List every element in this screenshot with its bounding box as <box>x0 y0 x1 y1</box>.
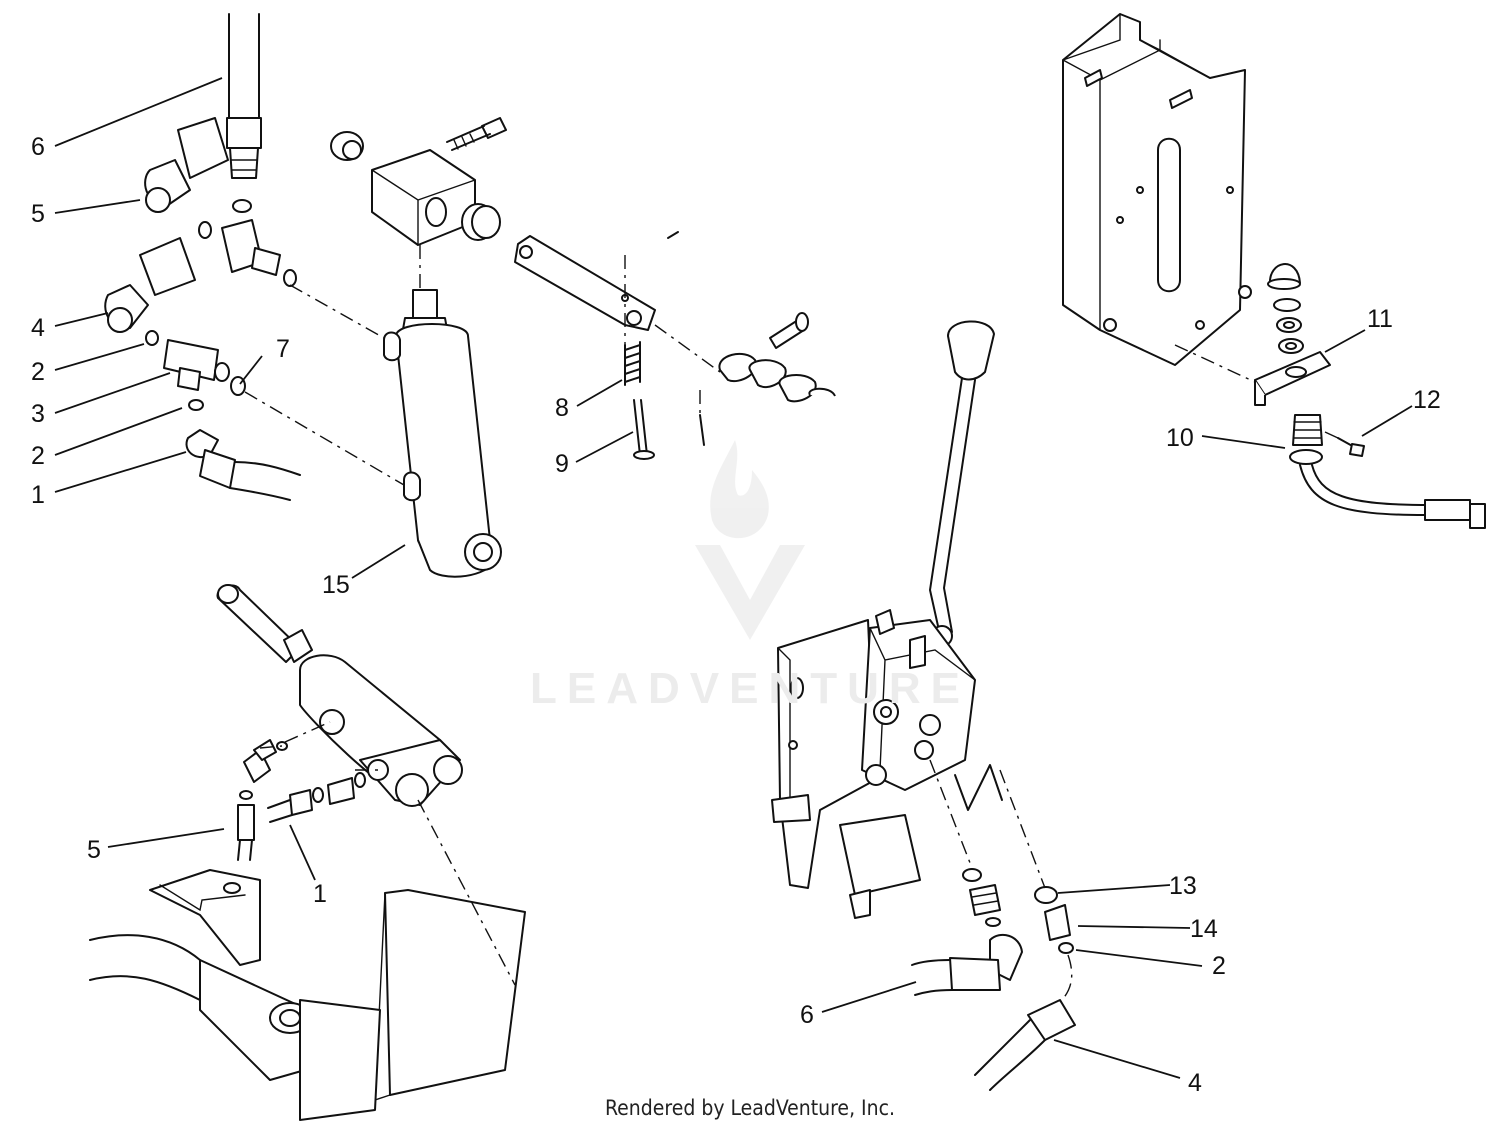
leader-lines <box>54 77 1413 1079</box>
watermark-logo <box>695 440 805 640</box>
cap-screw <box>446 117 507 151</box>
callout-13: 13 <box>1169 872 1197 900</box>
footer-credit: Rendered by LeadVenture, Inc. <box>605 1096 895 1120</box>
elbow-fitting-upper <box>144 117 229 213</box>
callout-6-lower: 6 <box>800 1001 814 1029</box>
callout-4-lower: 4 <box>1188 1069 1202 1097</box>
alignment-line <box>929 759 973 869</box>
callout-6-upper: 6 <box>31 133 45 161</box>
valve-fittings <box>911 868 1076 1091</box>
alignment-line <box>999 769 1046 889</box>
alignment-line <box>1174 344 1256 383</box>
cotter-pins <box>667 231 705 446</box>
callout-3: 3 <box>31 400 45 428</box>
pedal-frame <box>89 869 526 1121</box>
callout-12: 12 <box>1413 386 1441 414</box>
lift-link-bar <box>514 235 656 331</box>
chain <box>718 352 836 403</box>
callout-8: 8 <box>555 394 569 422</box>
callout-14: 14 <box>1190 915 1218 943</box>
switch-cap-and-washers <box>1267 263 1304 354</box>
break-line <box>954 764 1003 811</box>
alignment-line <box>1324 431 1339 439</box>
tee-fitting-lower <box>145 330 246 411</box>
switch-plate <box>1254 351 1331 406</box>
callout-7: 7 <box>276 335 290 363</box>
control-valve <box>861 609 976 791</box>
alignment-line <box>244 391 405 486</box>
spring <box>624 341 641 386</box>
small-screw <box>1337 437 1365 457</box>
control-lever <box>929 320 995 647</box>
pump-handle <box>216 584 313 663</box>
hydraulic-cylinder <box>383 289 502 578</box>
callout-1-upper: 1 <box>31 481 45 509</box>
alignment-line <box>259 745 283 749</box>
alignment-line <box>1059 954 1073 1003</box>
callout-2-lower: 2 <box>1212 952 1226 980</box>
pump-fittings <box>237 739 366 861</box>
alignment-line <box>654 324 721 373</box>
tee-fitting-upper <box>198 199 297 287</box>
safety-switch-harness <box>1289 414 1486 529</box>
callout-10: 10 <box>1166 424 1194 452</box>
watermark-text: LEADVENTURE <box>529 664 971 713</box>
callout-9: 9 <box>555 450 569 478</box>
mounting-bracket <box>1062 13 1252 366</box>
callout-5-lower: 5 <box>87 836 101 864</box>
clevis-pin <box>633 399 655 460</box>
callout-1-lower: 1 <box>313 880 327 908</box>
bushing-right <box>461 203 501 241</box>
callout-11: 11 <box>1367 305 1393 333</box>
callout-2-middle: 2 <box>31 442 45 470</box>
alignment-line <box>284 721 331 743</box>
hand-pump-body <box>299 654 463 807</box>
elbow-fitting-lower <box>104 237 196 333</box>
callout-2-upper: 2 <box>31 358 45 386</box>
callout-4-upper: 4 <box>31 314 45 342</box>
alignment-line <box>417 799 516 986</box>
elbow-fitting-bottom <box>185 429 301 501</box>
callout-5-upper: 5 <box>31 200 45 228</box>
alignment-line <box>289 284 385 339</box>
clevis-pin-upper <box>769 312 809 349</box>
pivot-block <box>371 149 476 246</box>
callout-15: 15 <box>322 571 350 599</box>
hydraulic-tube-upper <box>226 13 262 179</box>
bushing-left <box>330 131 364 161</box>
